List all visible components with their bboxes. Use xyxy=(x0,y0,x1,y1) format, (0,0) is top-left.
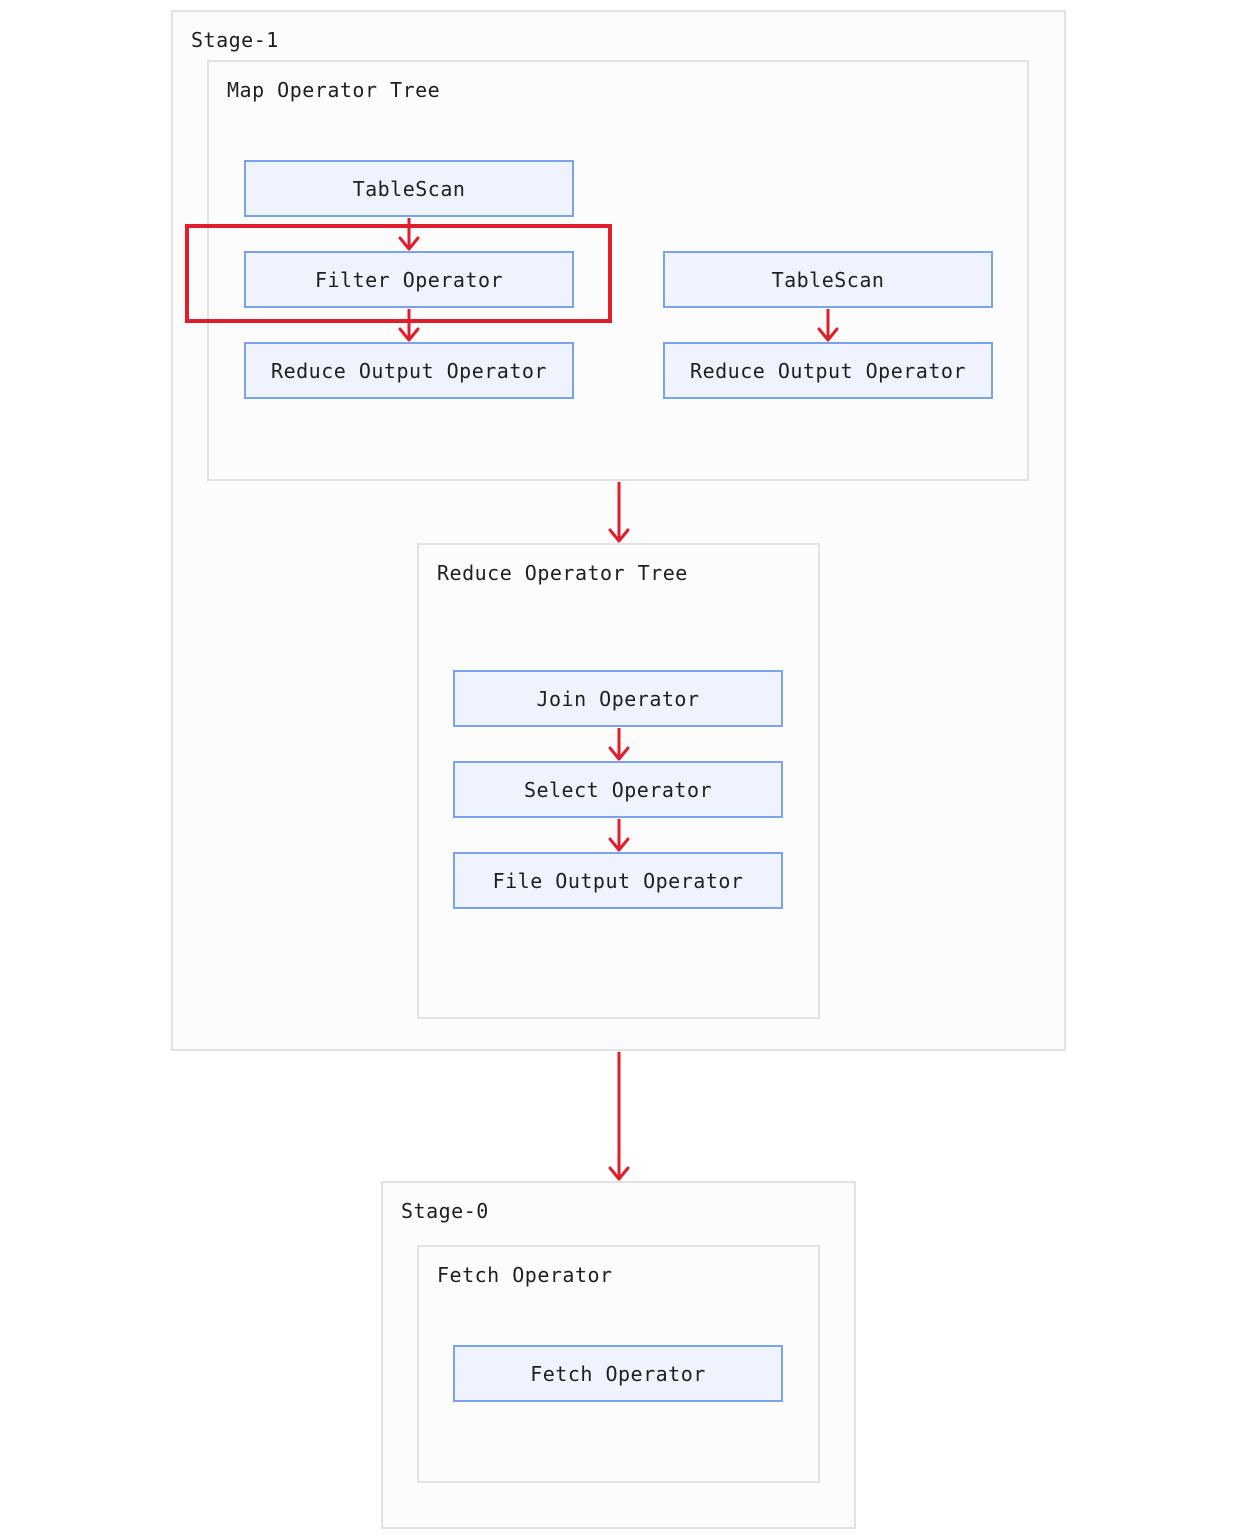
reduce-operator-tree-title: Reduce Operator Tree xyxy=(437,561,688,585)
file-output-operator-node[interactable]: File Output Operator xyxy=(453,852,783,909)
map-left-reduce-output-operator-node[interactable]: Reduce Output Operator xyxy=(244,342,574,399)
stage-1-title: Stage-1 xyxy=(191,28,279,52)
fetch-operator-node[interactable]: Fetch Operator xyxy=(453,1345,783,1402)
map-left-filter-operator-node[interactable]: Filter Operator xyxy=(244,251,574,308)
arrow-stage1-to-stage0 xyxy=(608,1052,630,1181)
map-left-tablescan-node[interactable]: TableScan xyxy=(244,160,574,217)
map-right-tablescan-node[interactable]: TableScan xyxy=(663,251,993,308)
filter-operator-highlight-box xyxy=(185,224,612,323)
join-operator-node[interactable]: Join Operator xyxy=(453,670,783,727)
map-right-reduce-output-operator-node[interactable]: Reduce Output Operator xyxy=(663,342,993,399)
select-operator-node[interactable]: Select Operator xyxy=(453,761,783,818)
map-operator-tree-title: Map Operator Tree xyxy=(227,78,441,102)
stage-0-title: Stage-0 xyxy=(401,1199,489,1223)
fetch-operator-group-title: Fetch Operator xyxy=(437,1263,613,1287)
